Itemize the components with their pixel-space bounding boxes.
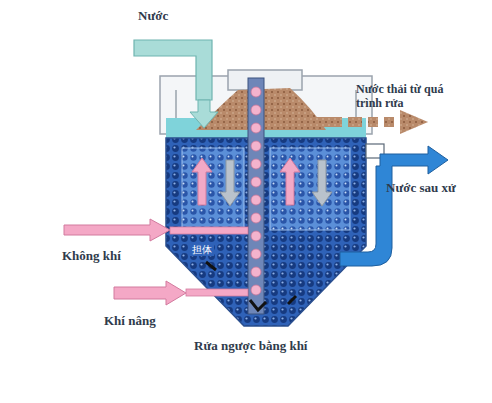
inner-chamber: [270, 148, 350, 230]
wastewater-outlet: [272, 117, 308, 127]
backwash-label: Rửa ngược bằng khí: [194, 338, 307, 354]
airlift-bubbles: [251, 87, 261, 295]
air-pipe: [170, 227, 248, 234]
airlift-pipe: [248, 78, 264, 314]
treated-water-pipe: [340, 146, 448, 266]
inlet-label: Nước: [138, 8, 168, 24]
flow-mark: [288, 296, 296, 304]
air-arrow: [64, 219, 170, 241]
inlet-pipe: [134, 40, 212, 100]
downflow-arrow: [220, 160, 240, 206]
wastewater-label: Nước thải từ quá trình rửa: [356, 82, 444, 111]
upflow-arrow: [280, 158, 300, 205]
wastewater-dashes: [314, 110, 428, 134]
tank-body: [166, 138, 366, 326]
carrier-label: 担体: [190, 244, 214, 256]
upflow-arrow: [192, 158, 212, 205]
lift-air-pipe: [186, 289, 248, 296]
flow-mark: [206, 262, 216, 270]
lift-air-arrow: [114, 281, 186, 305]
downflow-arrow: [312, 160, 332, 206]
outlet-label: Nước sau xử: [386, 180, 456, 196]
air-label: Không khí: [62, 248, 121, 264]
inner-chamber: [182, 148, 244, 230]
lift-air-label: Khí nâng: [104, 313, 156, 329]
tank-cap: [228, 70, 302, 90]
inlet-arrow: [190, 100, 218, 128]
flow-mark: [250, 300, 266, 310]
